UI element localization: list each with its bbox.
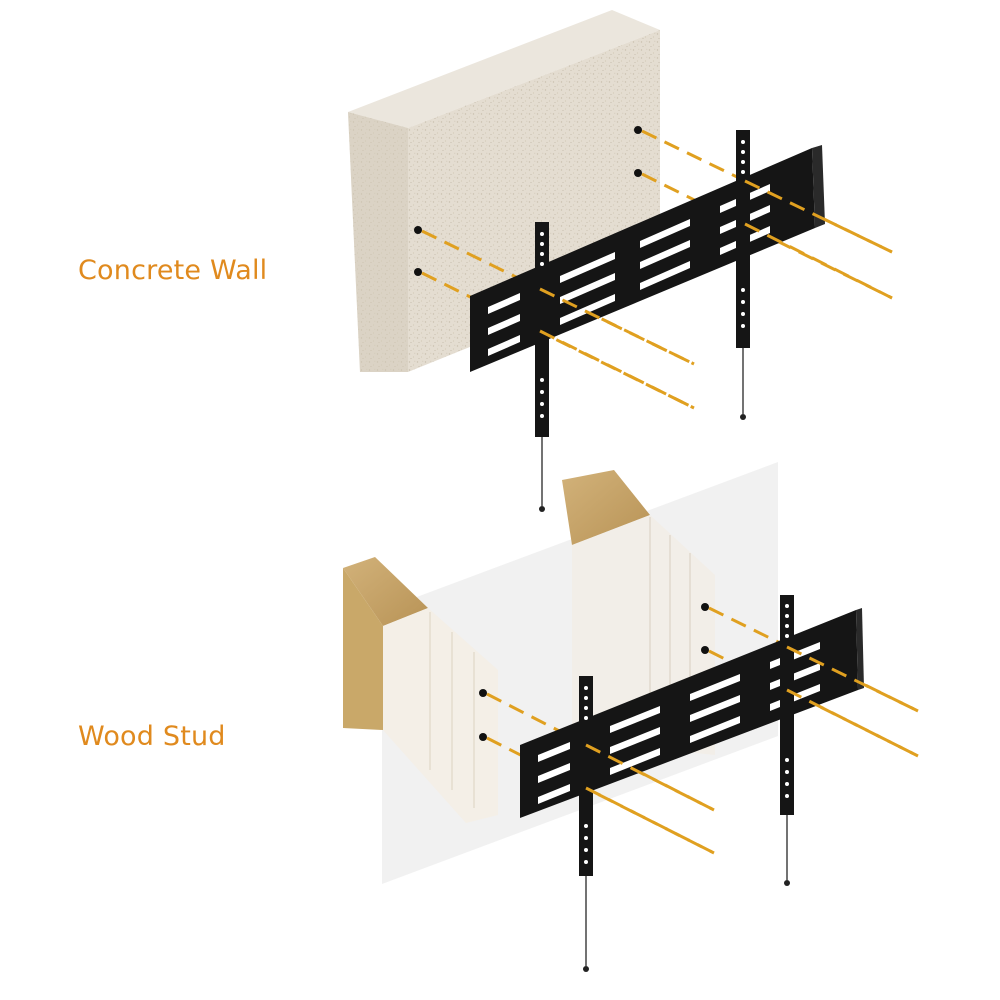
concrete-guide-lines-front [539,179,893,410]
tv-wall-mount-bracket-icon-wood [520,595,864,972]
wood-drill-holes [479,603,709,741]
wood-stud-icon-front [343,557,498,823]
concrete-wall-label: Concrete Wall [78,255,268,286]
wood-stud-label: Wood Stud [78,721,226,752]
concrete-drill-holes [414,126,642,276]
tv-wall-mount-bracket-icon [470,130,825,512]
